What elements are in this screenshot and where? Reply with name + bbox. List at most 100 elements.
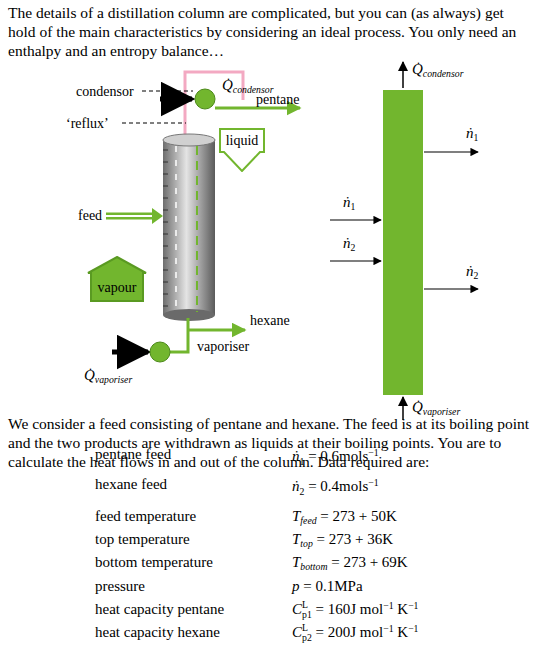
label-text: = 160J mol bbox=[316, 601, 384, 617]
hexane-arrow bbox=[188, 329, 245, 332]
label-text: feed temperature bbox=[95, 508, 196, 524]
vapour-arrow: vapour bbox=[87, 256, 147, 302]
column-dash bbox=[196, 146, 198, 312]
subscript: condensor bbox=[423, 68, 464, 79]
column-tick bbox=[163, 294, 168, 295]
label-text: ṅ bbox=[343, 235, 351, 251]
label-text: T bbox=[292, 531, 300, 547]
label-group: vaporiser bbox=[197, 338, 249, 356]
label-text: T bbox=[292, 508, 300, 524]
label-text: = 273 + 69K bbox=[331, 554, 408, 570]
column-tick bbox=[163, 306, 168, 307]
subscript: feed bbox=[300, 515, 316, 526]
feed-arrow bbox=[106, 215, 154, 217]
node-label: vapour bbox=[87, 281, 147, 295]
label-group: feed bbox=[78, 207, 102, 225]
subscript: bottom bbox=[300, 561, 327, 572]
label-group: top temperature bbox=[95, 530, 190, 549]
label-text: heat capacity pentane bbox=[95, 601, 224, 617]
label-text: p bbox=[292, 578, 300, 594]
label-text: vaporiser bbox=[197, 339, 249, 354]
label-text: = 200J mol bbox=[316, 624, 384, 640]
node-label: liquid bbox=[219, 134, 265, 148]
label-text: hexane feed bbox=[95, 476, 167, 492]
distillation-column bbox=[163, 134, 215, 321]
condenser-symbol bbox=[195, 89, 215, 109]
paragraph: The details of a distillation column are… bbox=[8, 3, 532, 60]
liquid-arrow: liquid bbox=[219, 128, 265, 172]
column-ticks bbox=[163, 150, 168, 306]
label-group: Tfeed= 273 + 50K bbox=[292, 507, 397, 528]
label-text: T bbox=[292, 554, 300, 570]
label-group: pentane feed bbox=[95, 445, 171, 464]
column-tick bbox=[163, 150, 168, 151]
superscript: −1 bbox=[368, 447, 378, 458]
flow-arrow bbox=[330, 260, 381, 261]
subscript: p1 bbox=[302, 610, 312, 620]
label-text: bottom temperature bbox=[95, 554, 213, 570]
vaporiser-symbol bbox=[150, 342, 170, 362]
arrow-shape bbox=[220, 129, 264, 171]
superscript: −1 bbox=[408, 623, 418, 634]
label-text: condensor bbox=[76, 84, 134, 99]
heat-arrow bbox=[402, 62, 404, 88]
superscript: L bbox=[302, 600, 312, 610]
column-top bbox=[163, 134, 215, 146]
label-text: Q̇ bbox=[222, 77, 233, 93]
arrow-outline bbox=[87, 256, 147, 302]
flow-arrow bbox=[330, 219, 381, 220]
label-text: Q̇ bbox=[412, 61, 423, 77]
label-group: pentane bbox=[256, 91, 300, 109]
subscript: top bbox=[300, 538, 312, 549]
arrow-shape bbox=[88, 257, 146, 301]
label-text: = 273 + 36K bbox=[317, 531, 394, 547]
label-group: feed temperature bbox=[95, 507, 196, 526]
subscript: 1 bbox=[300, 456, 305, 467]
column-tick bbox=[163, 174, 168, 175]
label-text: ṅ bbox=[343, 194, 351, 210]
label-group: ṅ2 bbox=[466, 262, 478, 283]
label-text: We consider a feed consisting of pentane… bbox=[8, 415, 529, 470]
label-text: K bbox=[397, 601, 408, 617]
label-text: feed bbox=[78, 208, 102, 223]
column-tick bbox=[163, 186, 168, 187]
label-group: ṅ2 bbox=[343, 234, 355, 255]
label-group: Ttop = 273 + 36K bbox=[292, 530, 393, 551]
subscript: 2 bbox=[474, 270, 479, 281]
column-tick bbox=[163, 162, 168, 163]
label-group: condensor bbox=[76, 83, 134, 101]
label-group: Q̇condensor bbox=[412, 60, 463, 81]
column-tick bbox=[163, 210, 168, 211]
label-text: = 0.6mols bbox=[308, 448, 368, 464]
label-group: CLp1= 160J mol−1K−1 bbox=[292, 600, 419, 620]
label-text: hexane bbox=[250, 313, 290, 328]
bottom-pipe bbox=[170, 318, 188, 352]
label-text: pressure bbox=[95, 578, 145, 594]
heat-arrow bbox=[160, 97, 192, 102]
column-tick bbox=[163, 270, 168, 271]
flow-arrow bbox=[424, 151, 478, 152]
subscript: p2 bbox=[302, 633, 312, 643]
label-text: ṅ bbox=[292, 448, 300, 464]
label-group: Q̇vaporiser bbox=[84, 366, 132, 387]
sub-sup-stack: Lp1 bbox=[302, 600, 312, 620]
label-group: heat capacity pentane bbox=[95, 600, 224, 619]
leader-line bbox=[142, 91, 193, 92]
label-text: ‘reflux’ bbox=[66, 116, 109, 131]
flow-arrow bbox=[424, 288, 478, 289]
column-tick bbox=[163, 246, 168, 247]
superscript: L bbox=[302, 623, 312, 633]
label-group: pressure bbox=[95, 577, 145, 596]
label-group: bottom temperature bbox=[95, 553, 213, 572]
label-text: C bbox=[292, 601, 302, 617]
column-tick bbox=[163, 234, 168, 235]
superscript: −1 bbox=[383, 600, 393, 611]
label-group: ṅ1 bbox=[466, 124, 478, 145]
label-text: ṅ bbox=[292, 478, 300, 494]
label-group: p= 0.1MPa bbox=[292, 577, 363, 596]
label-group: ‘reflux’ bbox=[66, 115, 109, 133]
label-text: Q̇ bbox=[84, 367, 95, 383]
label-group: hexane feed bbox=[95, 475, 167, 494]
column-block bbox=[383, 90, 423, 395]
label-text: heat capacity hexane bbox=[95, 624, 220, 640]
